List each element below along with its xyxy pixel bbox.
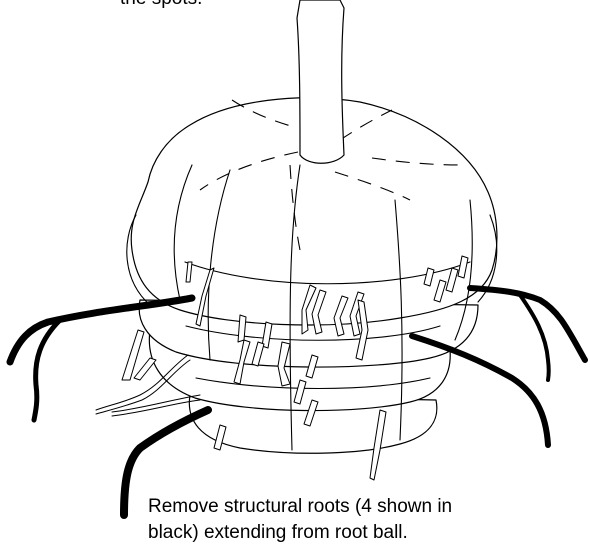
tree-trunk bbox=[297, 0, 344, 163]
figure-caption: Remove structural roots (4 shown in black… bbox=[148, 494, 568, 546]
structural-root-right-upper-branch bbox=[520, 295, 549, 380]
caption-line-1: Remove structural roots (4 shown in bbox=[148, 496, 452, 517]
fine-root-long-lower-2 bbox=[112, 400, 200, 416]
structural-root-left-branch bbox=[34, 320, 60, 420]
fine-root bbox=[134, 358, 156, 380]
caption-line-2: black) extending from root ball. bbox=[148, 522, 408, 543]
fine-root-long-lower bbox=[112, 395, 200, 412]
structural-root-right-upper bbox=[470, 288, 585, 360]
